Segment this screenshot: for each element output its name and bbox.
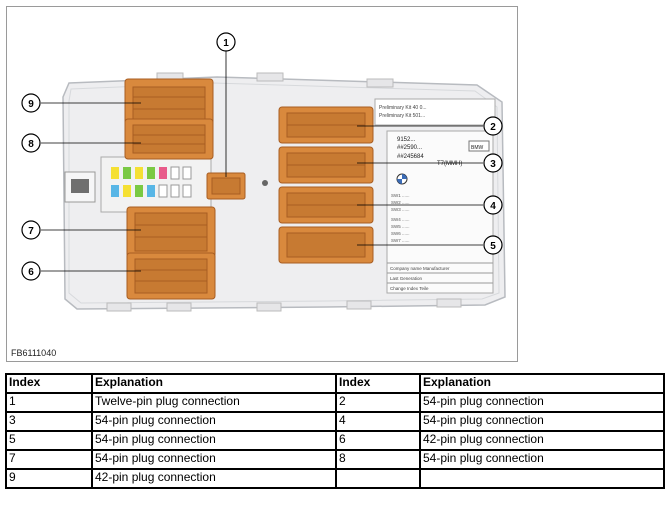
fuse-row-bottom: [111, 184, 192, 198]
module-figure: Preliminary Kit 40 0... Preliminary Kit …: [6, 6, 518, 362]
header-index-2: Index: [335, 373, 421, 394]
cell-explanation: 54-pin plug connection: [419, 392, 665, 413]
fuse-row-top: [111, 166, 192, 180]
sticker-bottom-a: Company name Manufacturer: [390, 266, 450, 271]
header-explanation-2: Explanation: [419, 373, 665, 394]
cell-index: 6: [335, 430, 421, 451]
callout-1: 1: [216, 32, 236, 52]
cell-index: [335, 468, 421, 489]
callout-6: 6: [21, 261, 41, 281]
sticker-line-top-2: Preliminary Kit 501...: [379, 113, 425, 119]
sticker-bottom-b: Last Generation: [390, 276, 423, 281]
callout-3: 3: [483, 153, 503, 173]
sticker-row-3: SW3 ......: [391, 207, 410, 212]
sticker-line-top-1: Preliminary Kit 40 0...: [379, 105, 427, 111]
sticker-row-6: SW6 ......: [391, 231, 410, 236]
cell-index: 1: [5, 392, 93, 413]
svg-text:5: 5: [490, 241, 496, 252]
legend-table: Index Explanation Index Explanation 1 Tw…: [5, 373, 665, 489]
callout-4: 4: [483, 195, 503, 215]
sticker-code-c: T7(MMH): [437, 161, 462, 167]
connector-4: [278, 186, 374, 224]
sticker-code-a: ##2590...: [397, 145, 422, 151]
cell-explanation: 42-pin plug connection: [419, 430, 665, 451]
svg-text:2: 2: [490, 122, 496, 133]
svg-text:4: 4: [490, 201, 496, 212]
sticker-row-5: SW5 ......: [391, 224, 410, 229]
connector-5: [278, 226, 374, 264]
cell-index: 4: [335, 411, 421, 432]
connector-1: [206, 172, 246, 200]
sticker-bottom-c: Change Index Teile: [390, 286, 429, 291]
table-header-row: Index Explanation Index Explanation: [5, 373, 665, 394]
cell-index: 3: [5, 411, 93, 432]
sticker-row-2: SW2 ......: [391, 200, 410, 205]
table-row: 7 54-pin plug connection 8 54-pin plug c…: [5, 449, 665, 470]
cell-explanation: Twelve-pin plug connection: [91, 392, 337, 413]
cell-index: 9: [5, 468, 93, 489]
sticker-row-4: SW4 ......: [391, 217, 410, 222]
connector-6: [126, 252, 216, 300]
sticker-row-1: SW1 ......: [391, 193, 410, 198]
cell-explanation: 54-pin plug connection: [91, 411, 337, 432]
callout-8: 8: [21, 133, 41, 153]
svg-text:7: 7: [28, 226, 34, 237]
label-sticker: Preliminary Kit 40 0... Preliminary Kit …: [374, 98, 496, 294]
table-row: 5 54-pin plug connection 6 42-pin plug c…: [5, 430, 665, 451]
connector-8: [124, 118, 214, 160]
svg-text:1: 1: [223, 38, 229, 49]
connector-7: [126, 206, 216, 258]
cell-explanation: 42-pin plug connection: [91, 468, 337, 489]
connector-2: [278, 106, 374, 144]
svg-text:9: 9: [28, 99, 34, 110]
callout-5: 5: [483, 235, 503, 255]
cell-explanation: 54-pin plug connection: [419, 449, 665, 470]
callout-2: 2: [483, 116, 503, 136]
connector-9: [124, 78, 214, 130]
fuse-block: [100, 156, 212, 213]
leader-lines: [41, 51, 483, 272]
cell-explanation: 54-pin plug connection: [91, 449, 337, 470]
svg-text:6: 6: [28, 267, 34, 278]
sticker-brand: BMW: [471, 145, 484, 151]
mounting-hole: [262, 180, 268, 186]
cell-index: 7: [5, 449, 93, 470]
sticker-part-no: 9152...: [397, 137, 416, 143]
header-explanation-1: Explanation: [91, 373, 337, 394]
callout-9: 9: [21, 93, 41, 113]
connector-3: [278, 146, 374, 184]
sticker-code-b: ##245684: [397, 154, 424, 160]
table-row: 9 42-pin plug connection: [5, 468, 665, 489]
cell-index: 8: [335, 449, 421, 470]
header-index-1: Index: [5, 373, 93, 394]
cell-index: 2: [335, 392, 421, 413]
table-row: 1 Twelve-pin plug connection 2 54-pin pl…: [5, 392, 665, 413]
table-row: 3 54-pin plug connection 4 54-pin plug c…: [5, 411, 665, 432]
cell-explanation: 54-pin plug connection: [91, 430, 337, 451]
figure-id-label: FB6111040: [11, 348, 57, 358]
cell-explanation: [419, 468, 665, 489]
junction-box-illustration: Preliminary Kit 40 0... Preliminary Kit …: [21, 32, 506, 312]
callout-7: 7: [21, 220, 41, 240]
cell-explanation: 54-pin plug connection: [419, 411, 665, 432]
cell-index: 5: [5, 430, 93, 451]
sticker-row-7: SW7 ......: [391, 238, 410, 243]
svg-text:8: 8: [28, 139, 34, 150]
svg-text:3: 3: [490, 159, 496, 170]
